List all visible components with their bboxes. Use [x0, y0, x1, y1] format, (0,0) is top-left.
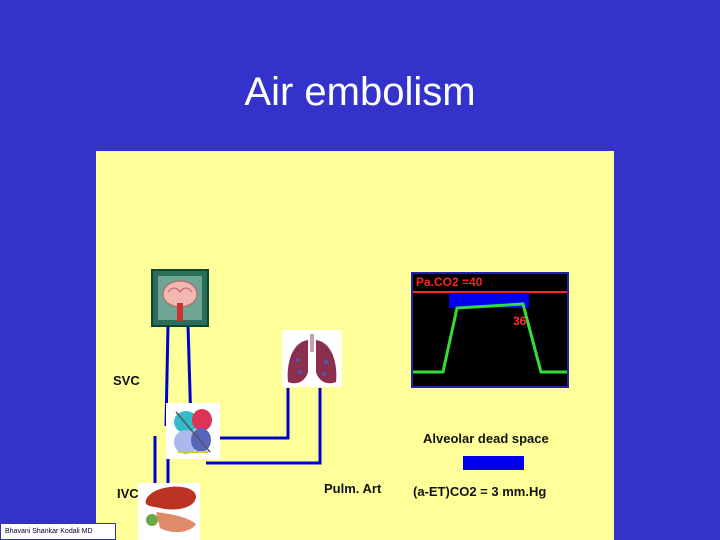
- alveolar-dead-space-label: Alveolar dead space: [423, 431, 549, 446]
- capnogram-trace: [413, 302, 567, 374]
- co2-gradient-label: (a-ET)CO2 = 3 mm.Hg: [413, 484, 547, 499]
- paco2-label: Pa.CO2 =40: [416, 275, 483, 289]
- pulm-art-vessel-inner: [208, 388, 290, 440]
- heart-icon: [166, 403, 220, 459]
- brain-icon: [151, 269, 209, 327]
- capnogram-monitor: Pa.CO2 =40 36: [411, 272, 569, 388]
- ivc-label: IVC: [117, 486, 139, 501]
- pulm-art-label: Pulm. Art: [324, 481, 382, 496]
- svc-label: SVC: [113, 373, 140, 388]
- vessel-lines: [153, 324, 322, 490]
- liver-icon: [138, 483, 200, 540]
- lungs-icon: [282, 330, 342, 387]
- slide-title: Air embolism: [244, 70, 476, 114]
- etco2-value: 36: [513, 314, 527, 328]
- dead-space-legend-swatch: [463, 456, 524, 470]
- author-credit: Bhavani Shankar Kodali MD: [0, 523, 116, 540]
- capnogram-plot: [413, 291, 567, 374]
- pulm-art-vessel-outer: [206, 388, 322, 465]
